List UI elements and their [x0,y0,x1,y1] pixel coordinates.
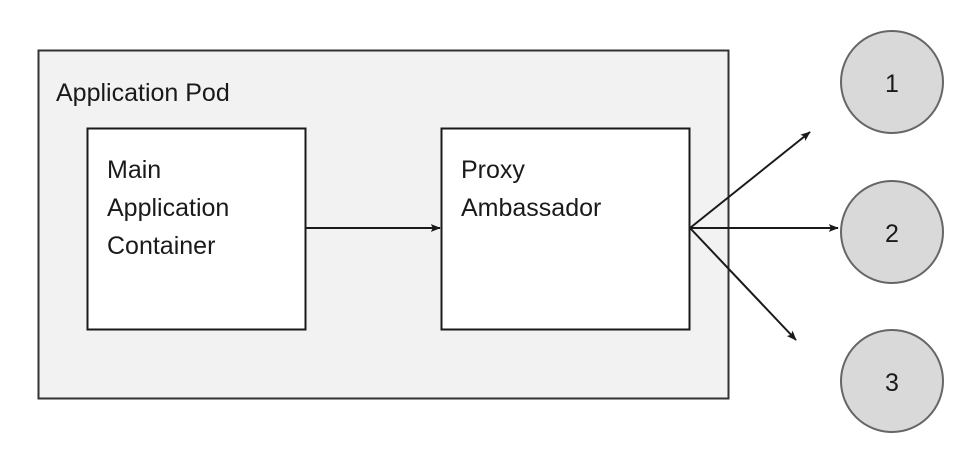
external-service-3-label: 3 [885,369,899,397]
main-application-container-box [86,127,307,331]
external-service-2-circle [840,180,944,284]
application-pod-label: Application Pod [56,79,230,107]
external-service-1-circle [840,30,944,134]
external-service-3-circle [840,329,944,433]
proxy-ambassador-container-label-line-2: Ambassador [461,194,601,222]
main-application-container-label-line-2: Application [107,194,229,222]
proxy-to-service-3-arrow [689,227,797,341]
external-service-1-label: 1 [885,70,899,98]
main-application-container-label-line-3: Container [107,232,215,260]
proxy-ambassador-container-label-line-1: Proxy [461,156,525,184]
proxy-ambassador-container-box [440,127,691,331]
main-application-container-label-line-1: Main [107,156,161,184]
proxy-to-service-1-arrow [689,131,811,229]
external-service-2-label: 2 [885,220,899,248]
